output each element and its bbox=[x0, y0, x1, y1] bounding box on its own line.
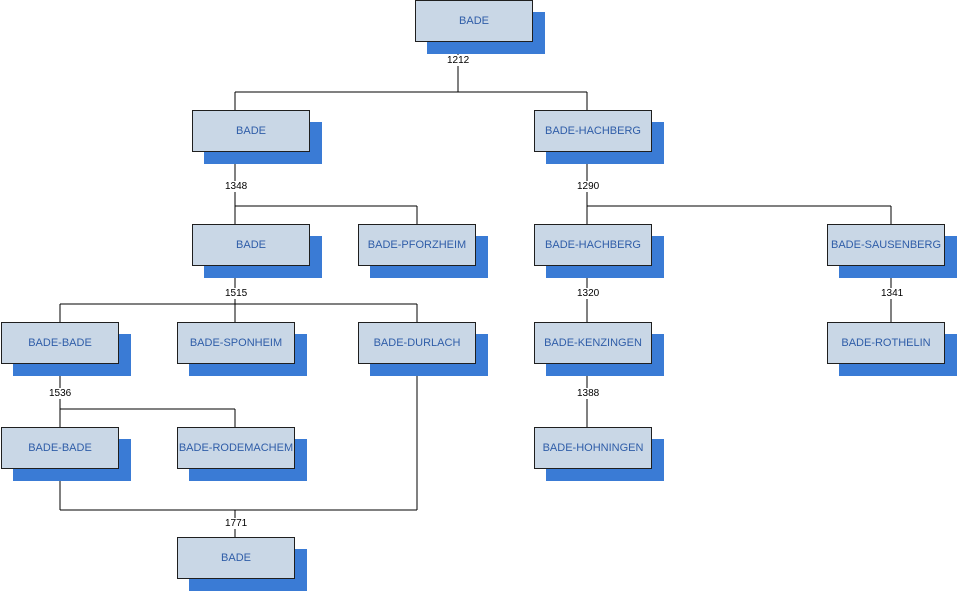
year-label-1290: 1290 bbox=[576, 181, 601, 192]
year-label-1515: 1515 bbox=[224, 288, 249, 299]
node-bade-root: BADE bbox=[415, 0, 545, 54]
node-label: BADE-RODEMACHEM bbox=[177, 427, 295, 469]
node-bade-durlach: BADE-DURLACH bbox=[358, 322, 488, 376]
node-bade-l2: BADE bbox=[192, 224, 322, 278]
node-label: BADE bbox=[192, 110, 310, 152]
node-bade-bade-l4: BADE-BADE bbox=[1, 427, 131, 481]
node-label: BADE-HACHBERG bbox=[534, 224, 652, 266]
node-label: BADE-BADE bbox=[1, 322, 119, 364]
year-label-1536: 1536 bbox=[48, 388, 73, 399]
node-bade-l1: BADE bbox=[192, 110, 322, 164]
node-label: BADE-DURLACH bbox=[358, 322, 476, 364]
year-label-1771: 1771 bbox=[224, 518, 249, 529]
year-label-1320: 1320 bbox=[576, 288, 601, 299]
node-bade-rothelin: BADE-ROTHELIN bbox=[827, 322, 957, 376]
year-label-1388: 1388 bbox=[576, 388, 601, 399]
node-bade-sausenberg: BADE-SAUSENBERG bbox=[827, 224, 957, 278]
node-bade-hachberg-l2: BADE-HACHBERG bbox=[534, 224, 664, 278]
node-bade-final: BADE bbox=[177, 537, 307, 591]
node-label: BADE-HACHBERG bbox=[534, 110, 652, 152]
node-label: BADE-BADE bbox=[1, 427, 119, 469]
node-label: BADE-SPONHEIM bbox=[177, 322, 295, 364]
node-label: BADE-ROTHELIN bbox=[827, 322, 945, 364]
node-label: BADE bbox=[415, 0, 533, 42]
node-label: BADE-PFORZHEIM bbox=[358, 224, 476, 266]
node-bade-pforzheim: BADE-PFORZHEIM bbox=[358, 224, 488, 278]
year-label-1341: 1341 bbox=[880, 288, 905, 299]
node-bade-hohningen: BADE-HOHNINGEN bbox=[534, 427, 664, 481]
node-bade-hachberg-l1: BADE-HACHBERG bbox=[534, 110, 664, 164]
node-bade-sponheim: BADE-SPONHEIM bbox=[177, 322, 307, 376]
node-bade-kenzingen: BADE-KENZINGEN bbox=[534, 322, 664, 376]
year-label-1212: 1212 bbox=[446, 55, 471, 66]
node-label: BADE-SAUSENBERG bbox=[827, 224, 945, 266]
node-bade-bade-l3: BADE-BADE bbox=[1, 322, 131, 376]
year-label-1348: 1348 bbox=[224, 181, 249, 192]
node-label: BADE bbox=[177, 537, 295, 579]
node-label: BADE-KENZINGEN bbox=[534, 322, 652, 364]
node-label: BADE-HOHNINGEN bbox=[534, 427, 652, 469]
node-bade-rodemachem: BADE-RODEMACHEM bbox=[177, 427, 307, 481]
node-label: BADE bbox=[192, 224, 310, 266]
